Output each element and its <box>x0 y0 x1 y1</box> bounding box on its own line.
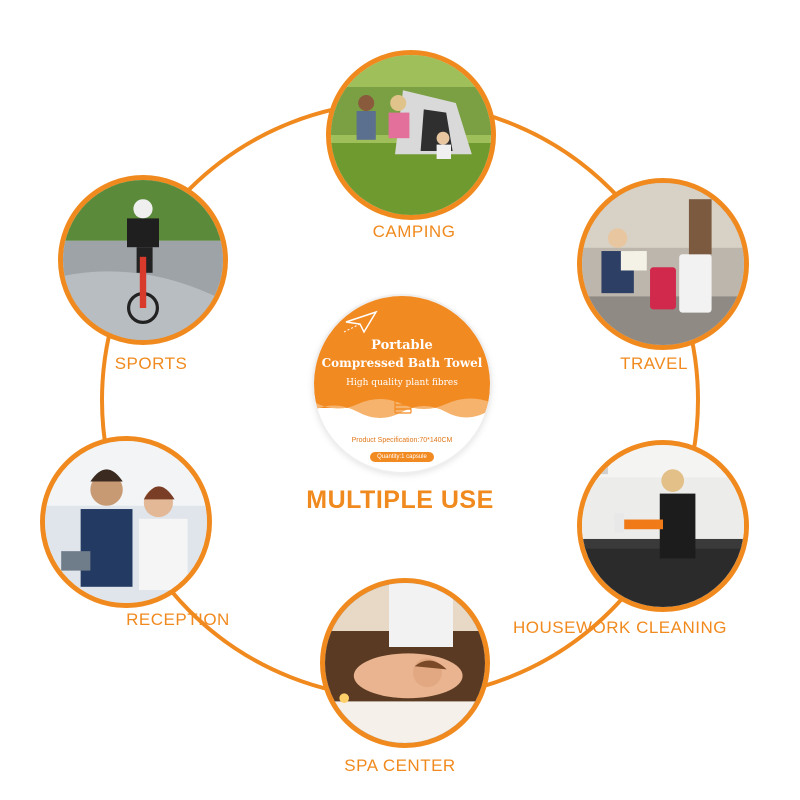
product-title-line2: Compressed Bath Towel <box>321 356 483 370</box>
housework-photo <box>577 440 749 612</box>
towel-icon <box>394 400 412 414</box>
headline: MULTIPLE USE <box>306 486 494 514</box>
travel-label: TRAVEL <box>620 354 688 373</box>
reception-label: RECEPTION <box>126 610 230 629</box>
camping-photo <box>326 50 496 220</box>
camping-label: CAMPING <box>372 222 456 241</box>
sports-label: SPORTS <box>114 354 188 373</box>
travel-photo <box>577 178 749 350</box>
spa-center-label: SPA CENTER <box>344 756 456 775</box>
product-specification: Product Specification:70*140CM <box>351 437 453 444</box>
paper-plane-icon <box>344 310 378 334</box>
spa-center-photo <box>320 578 490 748</box>
product-title-line1: Portable <box>371 338 433 353</box>
housework-cleaning-label: HOUSEWORK CLEANING <box>513 618 727 637</box>
product-capsule: Portable Compressed Bath Towel High qual… <box>314 296 490 472</box>
reception-photo <box>40 436 212 608</box>
sports-photo <box>58 175 228 345</box>
product-lid <box>314 296 490 408</box>
product-quantity-badge: Quantity:1 capsule <box>370 452 434 462</box>
product-subtitle: High quality plant fibres <box>346 378 458 388</box>
